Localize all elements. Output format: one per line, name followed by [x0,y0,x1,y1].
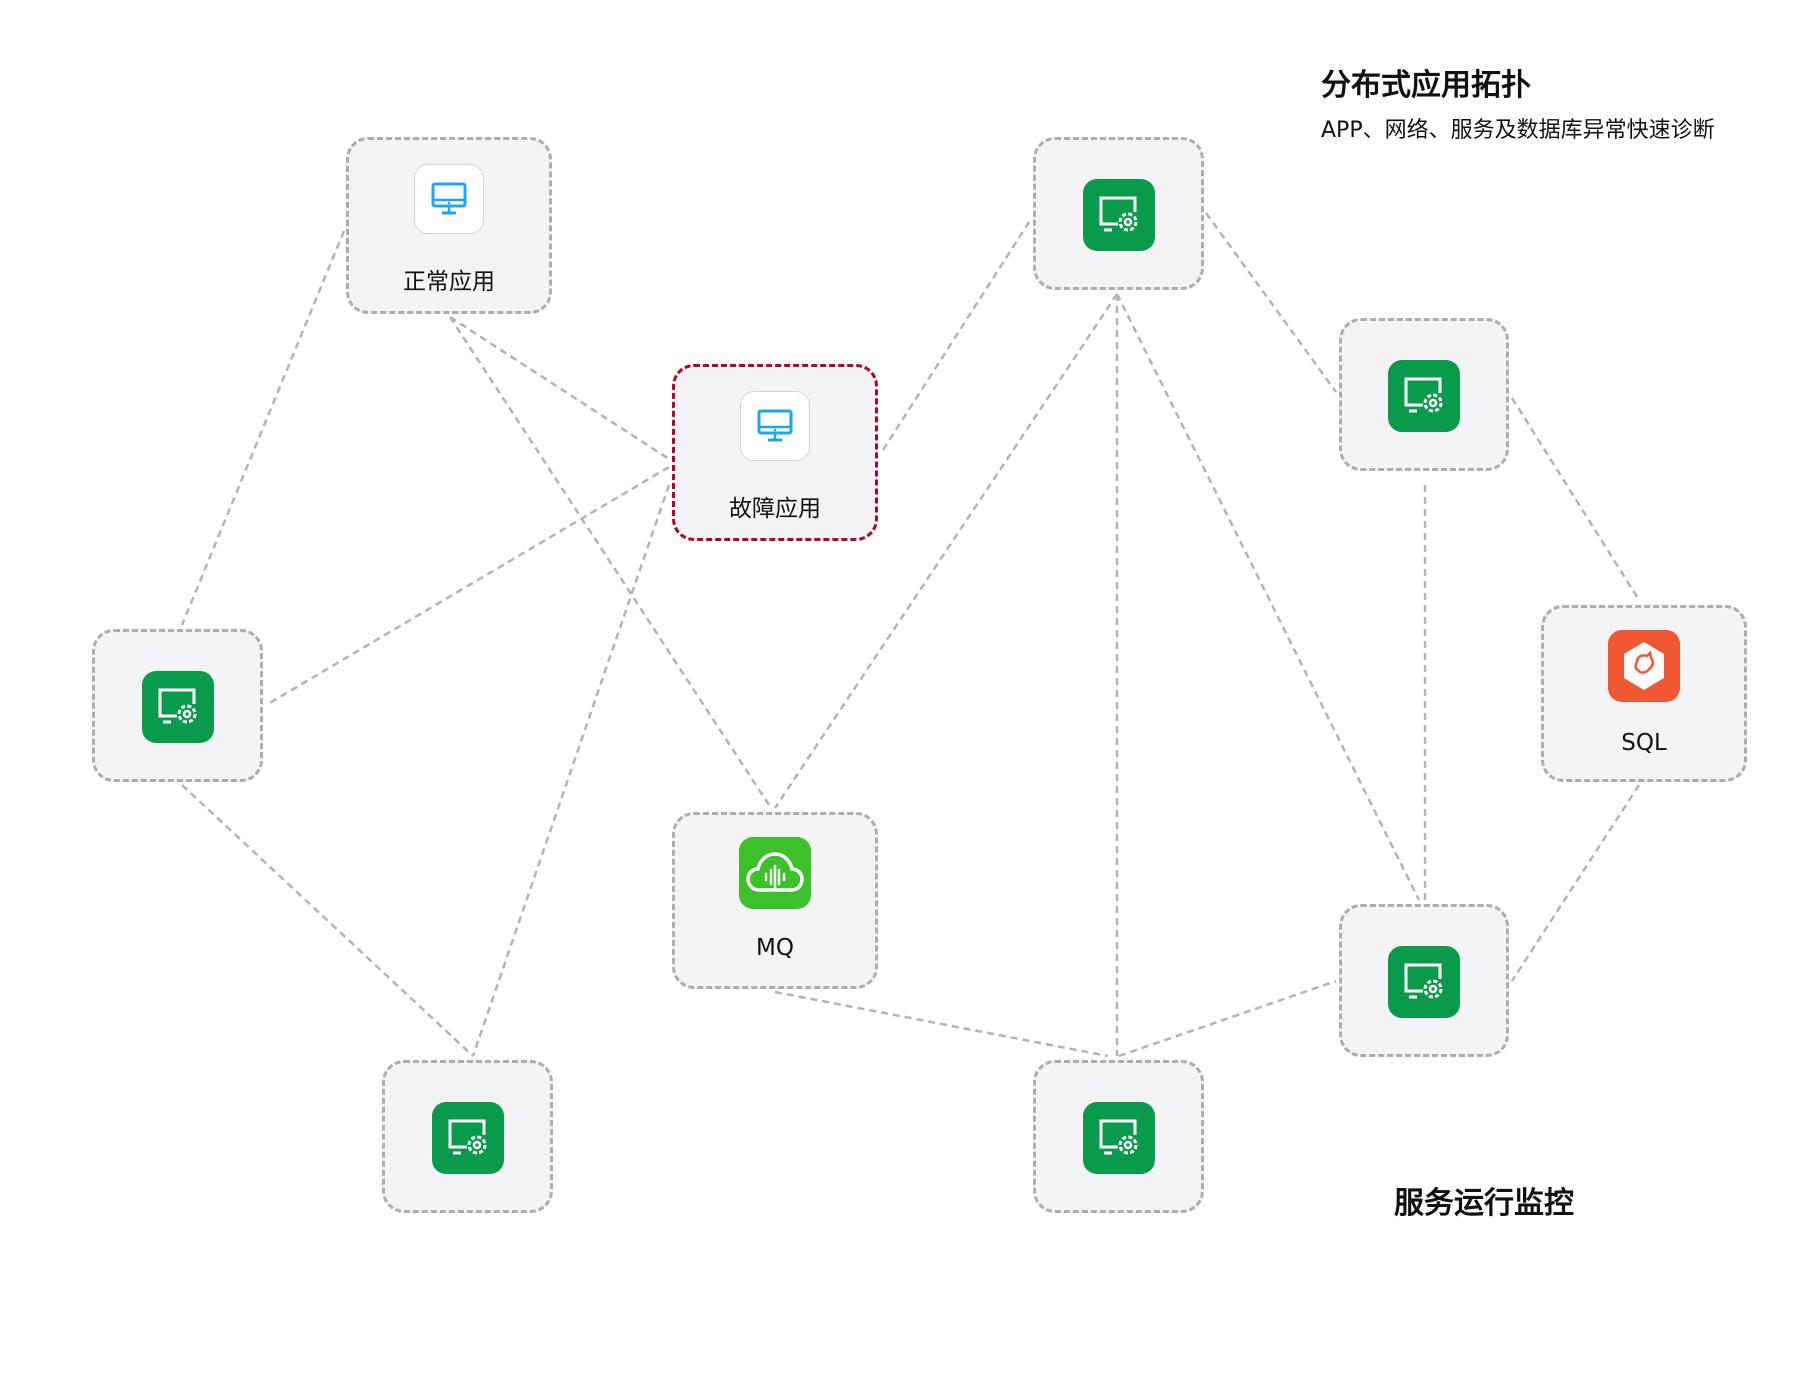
node-label: SQL [1621,730,1667,756]
node-label: 正常应用 [403,269,495,295]
node-service-bottom-right[interactable] [1339,904,1509,1057]
edge-svc_left-svc_bottom_left [181,784,474,1057]
service-monitor-icon [1082,179,1155,251]
service-monitor-icon [1388,360,1460,432]
edge-svc_right-sql [1510,397,1641,601]
service-monitor-icon [141,671,214,743]
node-label: 故障应用 [729,496,821,522]
node-service-right[interactable] [1339,318,1509,471]
service-monitor-icon [1388,946,1460,1018]
node-fault-app[interactable]: 故障应用 [672,364,878,541]
node-service-bottom-mid[interactable] [1033,1060,1204,1213]
node-mq[interactable]: MQ [672,812,878,989]
cloud-audio-icon [739,837,811,909]
edge-normal_app-svc_left [180,230,346,626]
monitor-icon [414,164,484,234]
page-title: 分布式应用拓扑 [1321,68,1531,103]
edge-sql-svc_bottom_right [1510,784,1641,982]
database-icon [1608,630,1680,702]
monitor-icon [740,391,810,461]
service-monitor-icon [431,1102,504,1174]
section-title: 服务运行监控 [1394,1186,1574,1221]
edge-fault_app-svc_top [881,218,1033,451]
node-service-bottom-left[interactable] [382,1060,553,1213]
node-sql[interactable]: SQL [1541,605,1747,782]
node-normal-app[interactable]: 正常应用 [346,137,552,314]
edge-mq-svc_bottom_mid [774,990,1109,1058]
edge-svc_bottom_mid-svc_bottom_right [1118,979,1337,1058]
edge-fault_app-svc_left [267,465,670,706]
node-service-top[interactable] [1033,137,1204,290]
edge-normal_app-mq [448,316,773,809]
node-service-left[interactable] [92,629,263,782]
edge-svc_top-svc_bottom_right [1115,293,1421,901]
edge-fault_app-svc_bottom_left [471,484,671,1057]
page-subtitle: APP、网络、服务及数据库异常快速诊断 [1321,118,1715,143]
node-label: MQ [756,935,794,961]
edge-normal_app-fault_app [449,315,670,461]
service-monitor-icon [1082,1102,1155,1174]
edge-svc_top-mq [773,293,1119,809]
edge-svc_top-svc_right [1204,212,1338,393]
